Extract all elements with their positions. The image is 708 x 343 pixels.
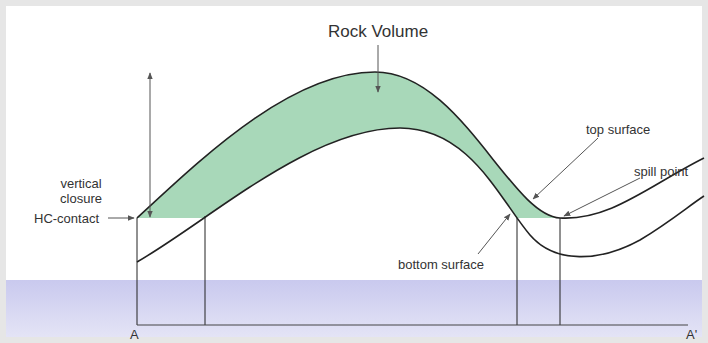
projection-line xyxy=(137,218,138,325)
section-end-label: A xyxy=(130,327,139,342)
dimension-label: vertical closure xyxy=(40,176,122,206)
leader-arrow xyxy=(533,138,598,199)
projection-line xyxy=(205,216,206,325)
part-label: spill point xyxy=(634,164,688,179)
contact-label: HC-contact xyxy=(34,211,99,226)
below-bottom-mask xyxy=(137,128,530,262)
section-axis xyxy=(137,325,688,326)
leader-arrow xyxy=(478,214,510,254)
part-label: bottom surface xyxy=(398,257,484,272)
leader-arrow xyxy=(378,45,379,92)
white-panel xyxy=(6,6,702,280)
leader-arrow xyxy=(108,218,134,219)
leader-arrow xyxy=(564,178,640,216)
projection-line xyxy=(517,218,518,325)
bottom-surface-line xyxy=(137,128,704,262)
part-label: top surface xyxy=(586,122,650,137)
lavender-band xyxy=(6,280,702,337)
projection-line xyxy=(560,218,561,325)
closure-arrow xyxy=(150,73,151,217)
title-label: Rock Volume xyxy=(328,22,428,42)
top-surface-line xyxy=(137,72,704,218)
section-end-label: A' xyxy=(686,327,697,342)
